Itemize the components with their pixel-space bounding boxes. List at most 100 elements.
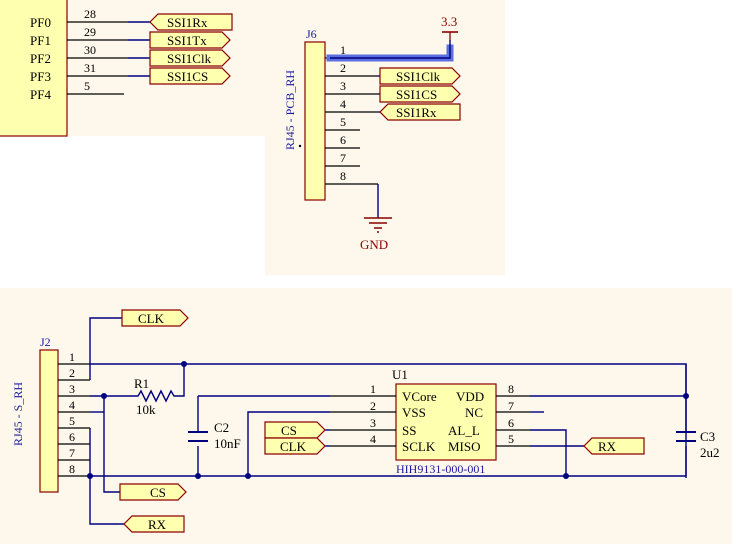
junction-dot bbox=[181, 361, 187, 367]
j6-pin-number: 6 bbox=[340, 133, 346, 147]
svg-text:SSI1Tx: SSI1Tx bbox=[167, 33, 207, 48]
svg-text:RX: RX bbox=[148, 517, 167, 532]
mcu-pin-name: PF4 bbox=[30, 87, 51, 102]
j6-pin-number: 8 bbox=[340, 169, 346, 183]
junction-dot bbox=[683, 393, 689, 399]
u1-pin-number: 1 bbox=[370, 382, 376, 396]
r1-value: 10k bbox=[136, 402, 156, 417]
mcu-pin-pf2: PF2 30 bbox=[30, 43, 128, 66]
net-label-rx-u1: RX bbox=[583, 437, 645, 455]
pin-dot bbox=[298, 144, 302, 148]
u1-sensor: U1 1 2 3 4 VCore VSS SS SCLK 8 7 6 5 VDD bbox=[330, 367, 530, 476]
u1-pin-name: SS bbox=[402, 423, 416, 438]
j2-pin-number: 2 bbox=[69, 366, 75, 380]
net-label-clk-u1: CLK bbox=[264, 437, 326, 455]
ground-symbol: GND bbox=[360, 217, 392, 252]
j2-pin-number: 4 bbox=[69, 398, 75, 412]
j2-designator: J2 bbox=[40, 335, 51, 349]
c2-value: 10nF bbox=[214, 436, 241, 451]
j6-net-label-ssi1rx: SSI1Rx bbox=[379, 103, 461, 121]
j2-pin-number: 5 bbox=[69, 414, 75, 428]
j6-pin-number: 4 bbox=[340, 97, 346, 111]
j2-pin-number: 1 bbox=[69, 350, 75, 364]
u1-designator: U1 bbox=[392, 367, 408, 382]
u1-body bbox=[395, 383, 497, 461]
net-label-ssi1cs: SSI1CS bbox=[149, 67, 231, 85]
u1-pin-number: 4 bbox=[370, 432, 376, 446]
j2-pins: 1 2 3 4 5 6 7 8 bbox=[58, 350, 90, 477]
mcu-pin-number: 5 bbox=[84, 79, 90, 93]
svg-text:SSI1CS: SSI1CS bbox=[396, 87, 437, 102]
j6-comment: RJ45 - PCB_RH bbox=[283, 70, 297, 150]
junction-dot bbox=[87, 473, 93, 479]
j6-pin-number: 5 bbox=[340, 115, 346, 129]
mcu-pin-number: 28 bbox=[84, 7, 96, 21]
j6-pin-number: 2 bbox=[340, 61, 346, 75]
mcu-pin-name: PF1 bbox=[30, 33, 51, 48]
ground-label: GND bbox=[360, 237, 388, 252]
j2-comment: RJ45 - S_RH bbox=[11, 382, 25, 446]
j2-section: J2 RJ45 - S_RH 1 2 3 4 5 6 7 8 bbox=[11, 309, 720, 533]
svg-text:SSI1Clk: SSI1Clk bbox=[167, 51, 212, 66]
j6-net-label-ssi1clk: SSI1Clk bbox=[379, 67, 461, 85]
j6-net-label-ssi1cs: SSI1CS bbox=[379, 85, 461, 103]
u1-pin-name: VSS bbox=[402, 405, 426, 420]
j2-pin-number: 8 bbox=[69, 462, 75, 476]
r1-designator: R1 bbox=[134, 376, 149, 391]
j2-pin-number: 6 bbox=[69, 430, 75, 444]
u1-pin-name: VCore bbox=[402, 389, 437, 404]
j2-pin-number: 3 bbox=[69, 382, 75, 396]
u1-pin-number: 2 bbox=[370, 399, 376, 413]
mcu-pin-number: 31 bbox=[84, 61, 96, 75]
u1-pin-name: MISO bbox=[448, 439, 481, 454]
j2-sheet-area bbox=[0, 288, 732, 544]
mcu-pin-pf3: PF3 31 bbox=[30, 61, 128, 84]
u1-pin-name: SCLK bbox=[402, 439, 436, 454]
u1-pin-number: 5 bbox=[508, 432, 514, 446]
mcu-pin-number: 29 bbox=[84, 25, 96, 39]
capacitor-c3: C3 2u2 bbox=[676, 429, 720, 460]
mcu-pin-pf0: PF0 28 bbox=[30, 7, 128, 30]
net-label-ssi1rx: SSI1Rx bbox=[149, 13, 233, 31]
j2-body bbox=[39, 349, 59, 493]
junction-dot bbox=[563, 473, 569, 479]
svg-text:CS: CS bbox=[281, 423, 297, 438]
svg-text:CLK: CLK bbox=[138, 311, 165, 326]
j6-body bbox=[304, 41, 326, 201]
mcu-pin-name: PF2 bbox=[30, 51, 51, 66]
c3-designator: C3 bbox=[700, 429, 715, 444]
j6-section: J6 RJ45 - PCB_RH 1 2 3 4 5 6 7 8 bbox=[283, 14, 461, 252]
net-label-rx-bottom: RX bbox=[123, 515, 185, 533]
power-port-3v3: 3.3 bbox=[441, 14, 458, 40]
mcu-pin-name: PF3 bbox=[30, 69, 51, 84]
u1-pin-number: 8 bbox=[508, 382, 514, 396]
mcu-pin-pf4: PF4 5 bbox=[30, 79, 124, 102]
net-label-ssi1tx: SSI1Tx bbox=[149, 31, 231, 49]
net-label-cs-u1: CS bbox=[264, 421, 326, 439]
capacitor-c2: C2 10nF bbox=[188, 420, 241, 451]
j2-pin-number: 7 bbox=[69, 446, 75, 460]
mcu-section: PF0 28 PF1 29 PF2 30 PF3 31 PF4 5 bbox=[0, 0, 233, 137]
net-label-ssi1clk: SSI1Clk bbox=[149, 49, 231, 67]
c3-value: 2u2 bbox=[700, 445, 720, 460]
j6-sheet-area bbox=[265, 0, 505, 275]
svg-text:SSI1Rx: SSI1Rx bbox=[396, 105, 437, 120]
junction-dot bbox=[101, 393, 107, 399]
c2-designator: C2 bbox=[214, 420, 229, 435]
mcu-body bbox=[0, 0, 68, 137]
u1-pin-name: NC bbox=[465, 405, 483, 420]
mcu-pin-pf1: PF1 29 bbox=[30, 25, 128, 48]
net-label-clk-top: CLK bbox=[121, 309, 189, 327]
svg-text:SSI1Rx: SSI1Rx bbox=[167, 15, 208, 30]
power-label: 3.3 bbox=[441, 14, 457, 29]
u1-part-number: HIH9131-000-001 bbox=[396, 462, 485, 476]
j6-pin-number: 3 bbox=[340, 79, 346, 93]
u1-pin-name: AL_L bbox=[448, 423, 480, 438]
j6-pin-number: 1 bbox=[340, 43, 346, 57]
net-label-cs-bottom: CS bbox=[119, 483, 187, 501]
mcu-pin-number: 30 bbox=[84, 43, 96, 57]
j6-designator: J6 bbox=[306, 27, 317, 41]
resistor-r1: R1 10k bbox=[132, 376, 178, 417]
svg-text:SSI1Clk: SSI1Clk bbox=[396, 69, 441, 84]
